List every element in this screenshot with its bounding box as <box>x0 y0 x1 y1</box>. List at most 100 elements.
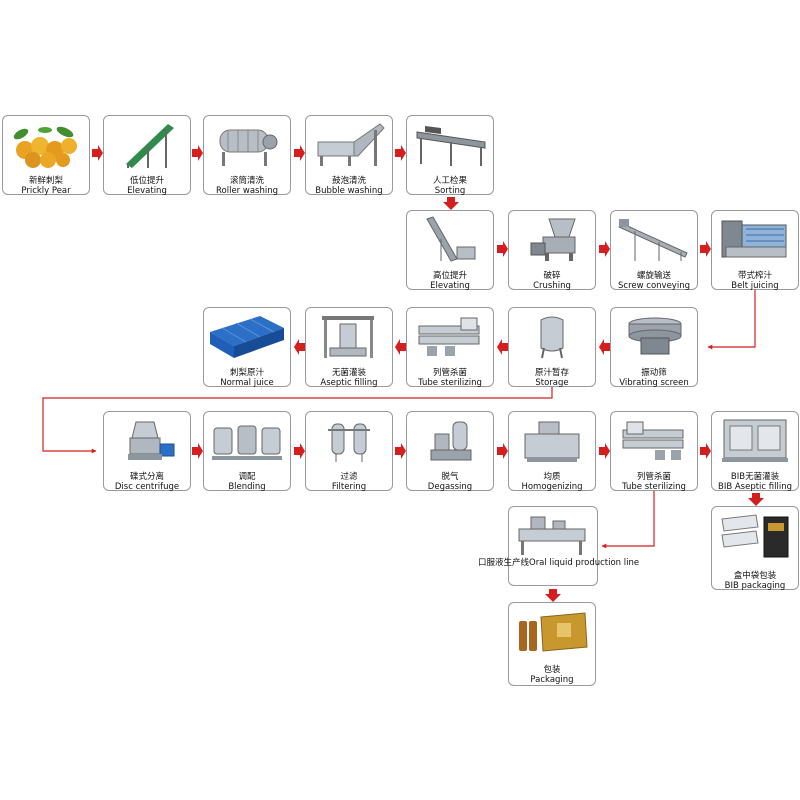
step-label-en: Sorting <box>434 186 466 196</box>
step-label-en: Screw conveying <box>618 281 690 291</box>
arrow-right <box>395 145 406 161</box>
step-oral-liquid-line <box>508 506 598 586</box>
crusher-image <box>530 218 576 261</box>
step-label-en: Blending <box>228 482 266 492</box>
step-label-zh: 带式榨汁 <box>737 271 772 281</box>
step-label-en: Prickly Pear <box>21 186 71 196</box>
step-label-zh: 盒中袋包装 <box>733 571 777 581</box>
connector-sterilizer-to-oral <box>601 491 655 549</box>
step-label-zh: 螺旋输送 <box>636 271 671 281</box>
step-label-zh: 列管杀菌 <box>432 368 467 378</box>
arrow-down <box>748 493 764 506</box>
step-prickly-pear: 新鲜刺梨 Prickly Pear <box>2 115 90 196</box>
step-normal-juice: 刺梨原汁 Normal juice <box>203 307 291 388</box>
step-aseptic-filling: 无菌灌装 Aseptic filling <box>305 307 393 388</box>
prickly-pear-image <box>13 126 77 168</box>
step-label-en: Elevating <box>127 186 167 196</box>
step-screw-conveying: 螺旋输送 Screw conveying <box>610 210 698 291</box>
step-label-zh: 均质 <box>543 472 561 482</box>
step-bib-aseptic-filling: BIB无菌灌装 BIB Aseptic filling <box>711 411 799 492</box>
step-label-en: Aseptic filling <box>320 378 378 388</box>
bib-filler-image <box>722 419 788 462</box>
step-label-en: Tube sterilizing <box>622 482 686 492</box>
step-label-en: Homogenizing <box>521 482 583 492</box>
arrow-left <box>497 339 508 355</box>
connector-storage-to-centrifuge <box>42 387 553 454</box>
arrow-right <box>92 145 103 161</box>
step-blending: 调配 Blending <box>203 411 291 492</box>
step-belt-juicing: 带式榨汁 Belt juicing <box>711 210 799 291</box>
step-label-en: Storage <box>535 378 569 388</box>
step-tube-sterilizing-1: 列管杀菌 Tube sterilizing <box>406 307 494 388</box>
step-elevating-high: 高位提升 Elevating <box>406 210 494 291</box>
connector-lines <box>42 290 756 549</box>
step-label-en: Disc centrifuge <box>114 482 180 492</box>
step-label-zh: BIB无菌灌装 <box>730 472 780 482</box>
arrow-right <box>294 443 305 459</box>
vibrating-screen-image <box>628 317 682 355</box>
step-label-zh: 破碎 <box>543 271 561 281</box>
step-label-zh: 脱气 <box>441 472 459 482</box>
bib-package-image <box>721 514 789 558</box>
step-label-zh: 高位提升 <box>432 271 467 281</box>
step-degassing: 脱气 Degassing <box>406 411 494 492</box>
step-label-zh: 过滤 <box>340 472 358 482</box>
step-crushing: 破碎 Crushing <box>508 210 596 291</box>
step-label-zh: 滚筒清洗 <box>229 176 264 186</box>
step-label-en: Belt juicing <box>731 281 779 291</box>
arrow-right <box>192 145 203 161</box>
arrow-right <box>599 443 610 459</box>
step-label-en: Filtering <box>331 482 367 492</box>
juice-drums-image <box>210 316 284 358</box>
step-label-zh: 人工检果 <box>432 176 467 186</box>
tube-sterilizer-image <box>418 317 480 356</box>
arrow-right <box>700 443 711 459</box>
bubble-washer-image <box>317 123 385 166</box>
step-label-zh: 原汁暂存 <box>534 368 569 378</box>
step-disc-centrifuge: 碟式分离 Disc centrifuge <box>103 411 191 492</box>
arrow-right <box>497 443 508 459</box>
disc-centrifuge-image <box>128 421 175 460</box>
filter-image <box>328 423 370 462</box>
arrow-right <box>192 443 203 459</box>
step-label-zh: 刺梨原汁 <box>229 368 264 378</box>
step-elevating-low: 低位提升 Elevating <box>103 115 191 196</box>
arrow-right <box>294 145 305 161</box>
step-roller-washing: 滚筒清洗 Roller washing <box>203 115 291 196</box>
step-bubble-washing: 鼓泡清洗 Bubble washing <box>305 115 393 196</box>
step-packaging: 包装 Packaging <box>508 602 596 686</box>
blending-tanks-image <box>212 425 282 460</box>
step-label-zh: 鼓泡清洗 <box>331 176 366 186</box>
step-label-en: Elevating <box>430 281 470 291</box>
oral-liquid-line-image <box>518 516 586 555</box>
arrow-right <box>395 443 406 459</box>
step-label-zh: 低位提升 <box>129 176 164 186</box>
step-label-en: Bubble washing <box>315 186 383 196</box>
step-sorting: 人工检果 Sorting <box>406 115 494 196</box>
step-label-en: Normal juice <box>220 378 274 388</box>
step-label-zh: 碟式分离 <box>129 472 164 482</box>
roller-washer-image <box>219 129 278 166</box>
degasser-image <box>430 421 472 461</box>
step-tube-sterilizing-2: 列管杀菌 Tube sterilizing <box>610 411 698 492</box>
step-label-en: Tube sterilizing <box>418 378 482 388</box>
packaging-box-image <box>519 612 588 652</box>
belt-press-image <box>721 220 787 258</box>
step-label-zh: 列管杀菌 <box>636 472 671 482</box>
arrow-down <box>443 197 459 210</box>
step-label-zh: 无菌灌装 <box>331 368 366 378</box>
sorting-table-image <box>416 126 486 166</box>
step-homogenizing: 均质 Homogenizing <box>508 411 596 492</box>
arrow-right <box>599 241 610 257</box>
arrow-left <box>599 339 610 355</box>
step-label-zh: 调配 <box>238 472 256 482</box>
step-label-zh: 包装 <box>543 665 561 675</box>
arrow-down <box>545 589 561 602</box>
step-vibrating-screen: 振动筛 Vibrating screen <box>610 307 698 388</box>
arrow-left <box>395 339 406 355</box>
step-label-en: BIB packaging <box>724 581 786 591</box>
step-label-en: Crushing <box>533 281 571 291</box>
arrow-right <box>497 241 508 257</box>
arrow-group <box>92 145 764 602</box>
